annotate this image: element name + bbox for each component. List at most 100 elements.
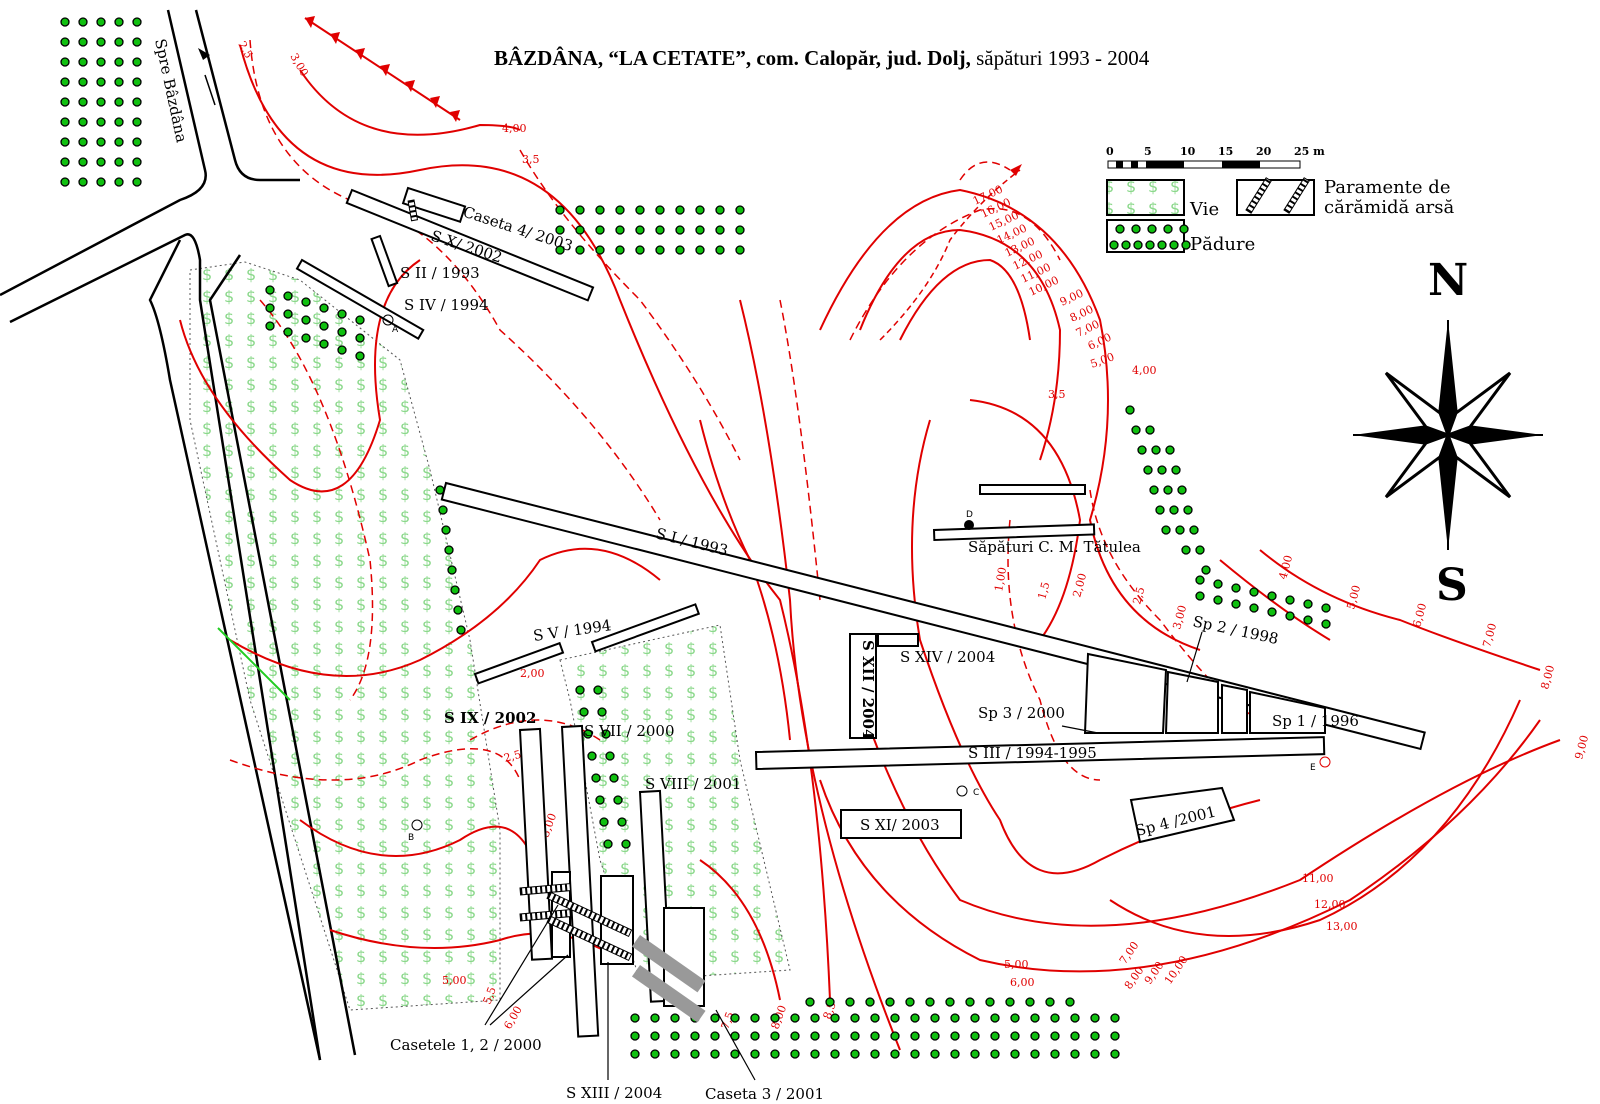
forest-dot: [1175, 525, 1185, 535]
forest-dot: [1131, 425, 1141, 435]
road-label: Spre Bâzdâna: [151, 37, 191, 144]
forest-dot: [78, 17, 88, 27]
trench-tatulea1: [979, 484, 1086, 495]
forest-dot: [1025, 997, 1035, 1007]
legend-brick-label-1: Paramente de: [1324, 177, 1450, 198]
forest-dot: [355, 315, 365, 325]
forest-dot: [830, 1049, 840, 1059]
elevation-label: 4,00: [1132, 364, 1157, 377]
forest-dot: [301, 297, 311, 307]
compass-rose-icon: [1353, 320, 1543, 550]
forest-dot: [1321, 619, 1331, 629]
trench-sp4: [1129, 786, 1236, 844]
forest-dot: [1157, 465, 1167, 475]
forest-dot: [870, 1031, 880, 1041]
forest-dot: [575, 225, 585, 235]
forest-dot: [1285, 595, 1295, 605]
elevation-label: 5,00: [1004, 958, 1029, 971]
scale-tick-label: 25 m: [1294, 145, 1325, 158]
elevation-label: 2,5: [502, 748, 522, 765]
forest-dot: [575, 245, 585, 255]
forest-dot: [930, 1031, 940, 1041]
elevation-label: 1,5: [1035, 581, 1052, 601]
forest-dot: [438, 505, 448, 515]
forest-dot: [78, 97, 88, 107]
forest-dot: [730, 1049, 740, 1059]
forest-dot: [1163, 485, 1173, 495]
forest-dot: [630, 1013, 640, 1023]
forest-dot: [870, 1013, 880, 1023]
forest-dot: [1149, 485, 1159, 495]
elevation-label: 13,00: [1326, 920, 1358, 933]
trenches: [295, 186, 1426, 1038]
forest-dot: [770, 1013, 780, 1023]
forest-dot: [337, 327, 347, 337]
forest-dot: [1147, 224, 1157, 234]
forest-dot: [655, 225, 665, 235]
forest-dot: [453, 605, 463, 615]
forest-dot: [1115, 224, 1125, 234]
forest-dot: [1010, 1031, 1020, 1041]
forest-dot: [613, 795, 623, 805]
forest-dot: [710, 1049, 720, 1059]
forest-dot: [114, 137, 124, 147]
forest-dot: [1030, 1031, 1040, 1041]
forest-dot: [301, 333, 311, 343]
forest-dot: [850, 1013, 860, 1023]
forest-dot: [930, 1013, 940, 1023]
forest-dot: [1201, 565, 1211, 575]
elevation-label: 2,00: [520, 667, 545, 680]
forest-dot: [805, 997, 815, 1007]
legend-brick-label-2: cărămidă arsă: [1324, 197, 1455, 218]
forest-dot: [1161, 525, 1171, 535]
forest-dot: [1163, 224, 1173, 234]
forest-dot: [621, 839, 631, 849]
forest-dot: [114, 157, 124, 167]
forest-dot: [1090, 1013, 1100, 1023]
forest-dot: [635, 245, 645, 255]
forest-dot: [990, 1031, 1000, 1041]
point-c-label: C: [973, 788, 979, 798]
forest-dot: [1181, 240, 1191, 250]
forest-dot: [650, 1031, 660, 1041]
forest-dot: [1010, 1013, 1020, 1023]
trench-sp2: [1164, 670, 1219, 734]
forest-dot: [1090, 1031, 1100, 1041]
forest-dot: [555, 245, 565, 255]
forest-dot: [1030, 1049, 1040, 1059]
forest-dot: [630, 1049, 640, 1059]
forest-dot: [1109, 240, 1119, 250]
forest-dot: [595, 245, 605, 255]
forest-dot: [675, 205, 685, 215]
forest-dot: [655, 245, 665, 255]
forest-dot: [715, 205, 725, 215]
forest-dot: [1121, 240, 1131, 250]
forest-dot: [950, 1013, 960, 1023]
forest-dot: [750, 1031, 760, 1041]
elevation-label: 6,00: [1410, 602, 1429, 629]
forest-dot: [930, 1049, 940, 1059]
brick-facings: [407, 199, 706, 1023]
forest-dot: [790, 1049, 800, 1059]
forest-dot: [715, 225, 725, 235]
forest-dot: [555, 225, 565, 235]
label-tatulea: Săpături C. M. Tătulea: [968, 538, 1141, 556]
forest-dot: [583, 729, 593, 739]
elevation-label: 7,00: [1480, 622, 1499, 649]
forest-dot: [810, 1049, 820, 1059]
forest-dot: [114, 97, 124, 107]
trench-s5b: [590, 603, 701, 653]
forest-dot: [670, 1013, 680, 1023]
forest-dot: [337, 309, 347, 319]
forest-dot: [770, 1049, 780, 1059]
forest-dot: [735, 245, 745, 255]
forest-dot: [132, 117, 142, 127]
forest-dot: [735, 225, 745, 235]
forest-dot: [60, 57, 70, 67]
legend-forest-label: Pădure: [1190, 234, 1255, 255]
elevation-label: 2,5: [1130, 586, 1147, 606]
forest-dot: [96, 37, 106, 47]
forest-dot: [114, 17, 124, 27]
forest-dot: [1249, 587, 1259, 597]
elevation-label: 6,00: [501, 1004, 525, 1032]
